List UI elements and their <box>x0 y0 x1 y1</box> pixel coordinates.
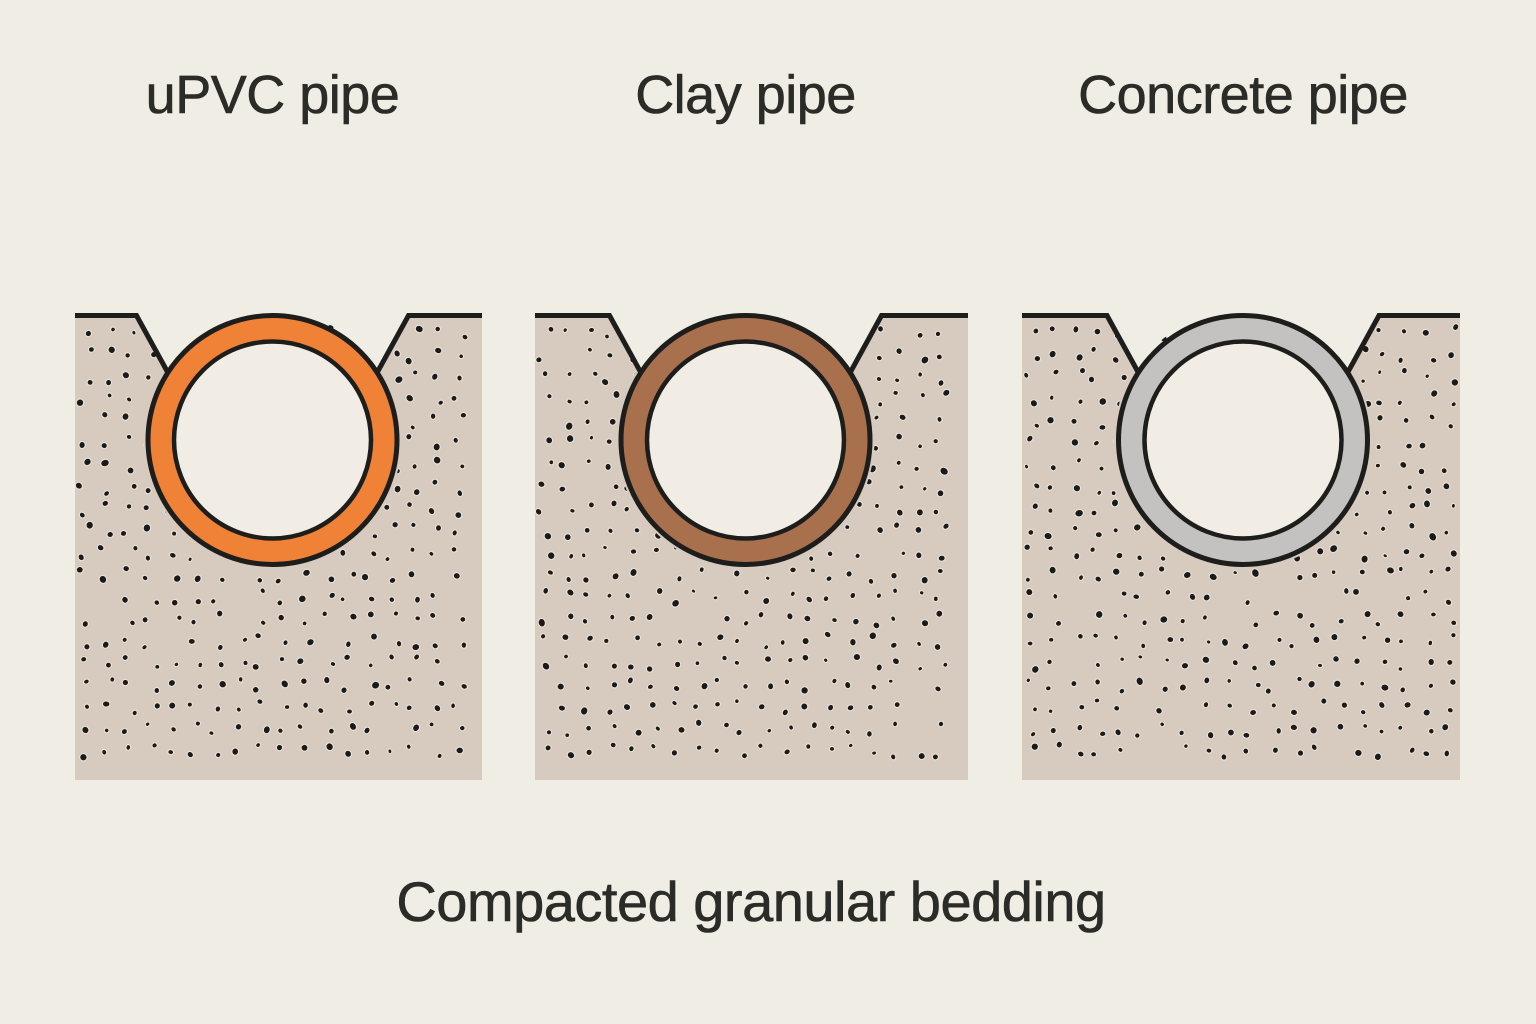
panel-title-clay: Clay pipe <box>635 65 857 126</box>
concrete-pipe-figure <box>1022 313 1460 780</box>
caption-compacted-granular-bedding: Compacted granular bedding <box>396 870 1106 934</box>
panel-title-concrete: Concrete pipe <box>1078 65 1409 126</box>
panel-upvc-pipe: uPVC pipe <box>75 0 482 1024</box>
panel-clay-pipe: Clay pipe <box>535 0 968 1024</box>
upvc-pipe-figure <box>75 313 482 780</box>
panel-title-upvc: uPVC pipe <box>145 65 400 126</box>
clay-pipe-figure <box>535 313 968 780</box>
panel-concrete-pipe: Concrete pipe <box>1022 0 1460 1024</box>
